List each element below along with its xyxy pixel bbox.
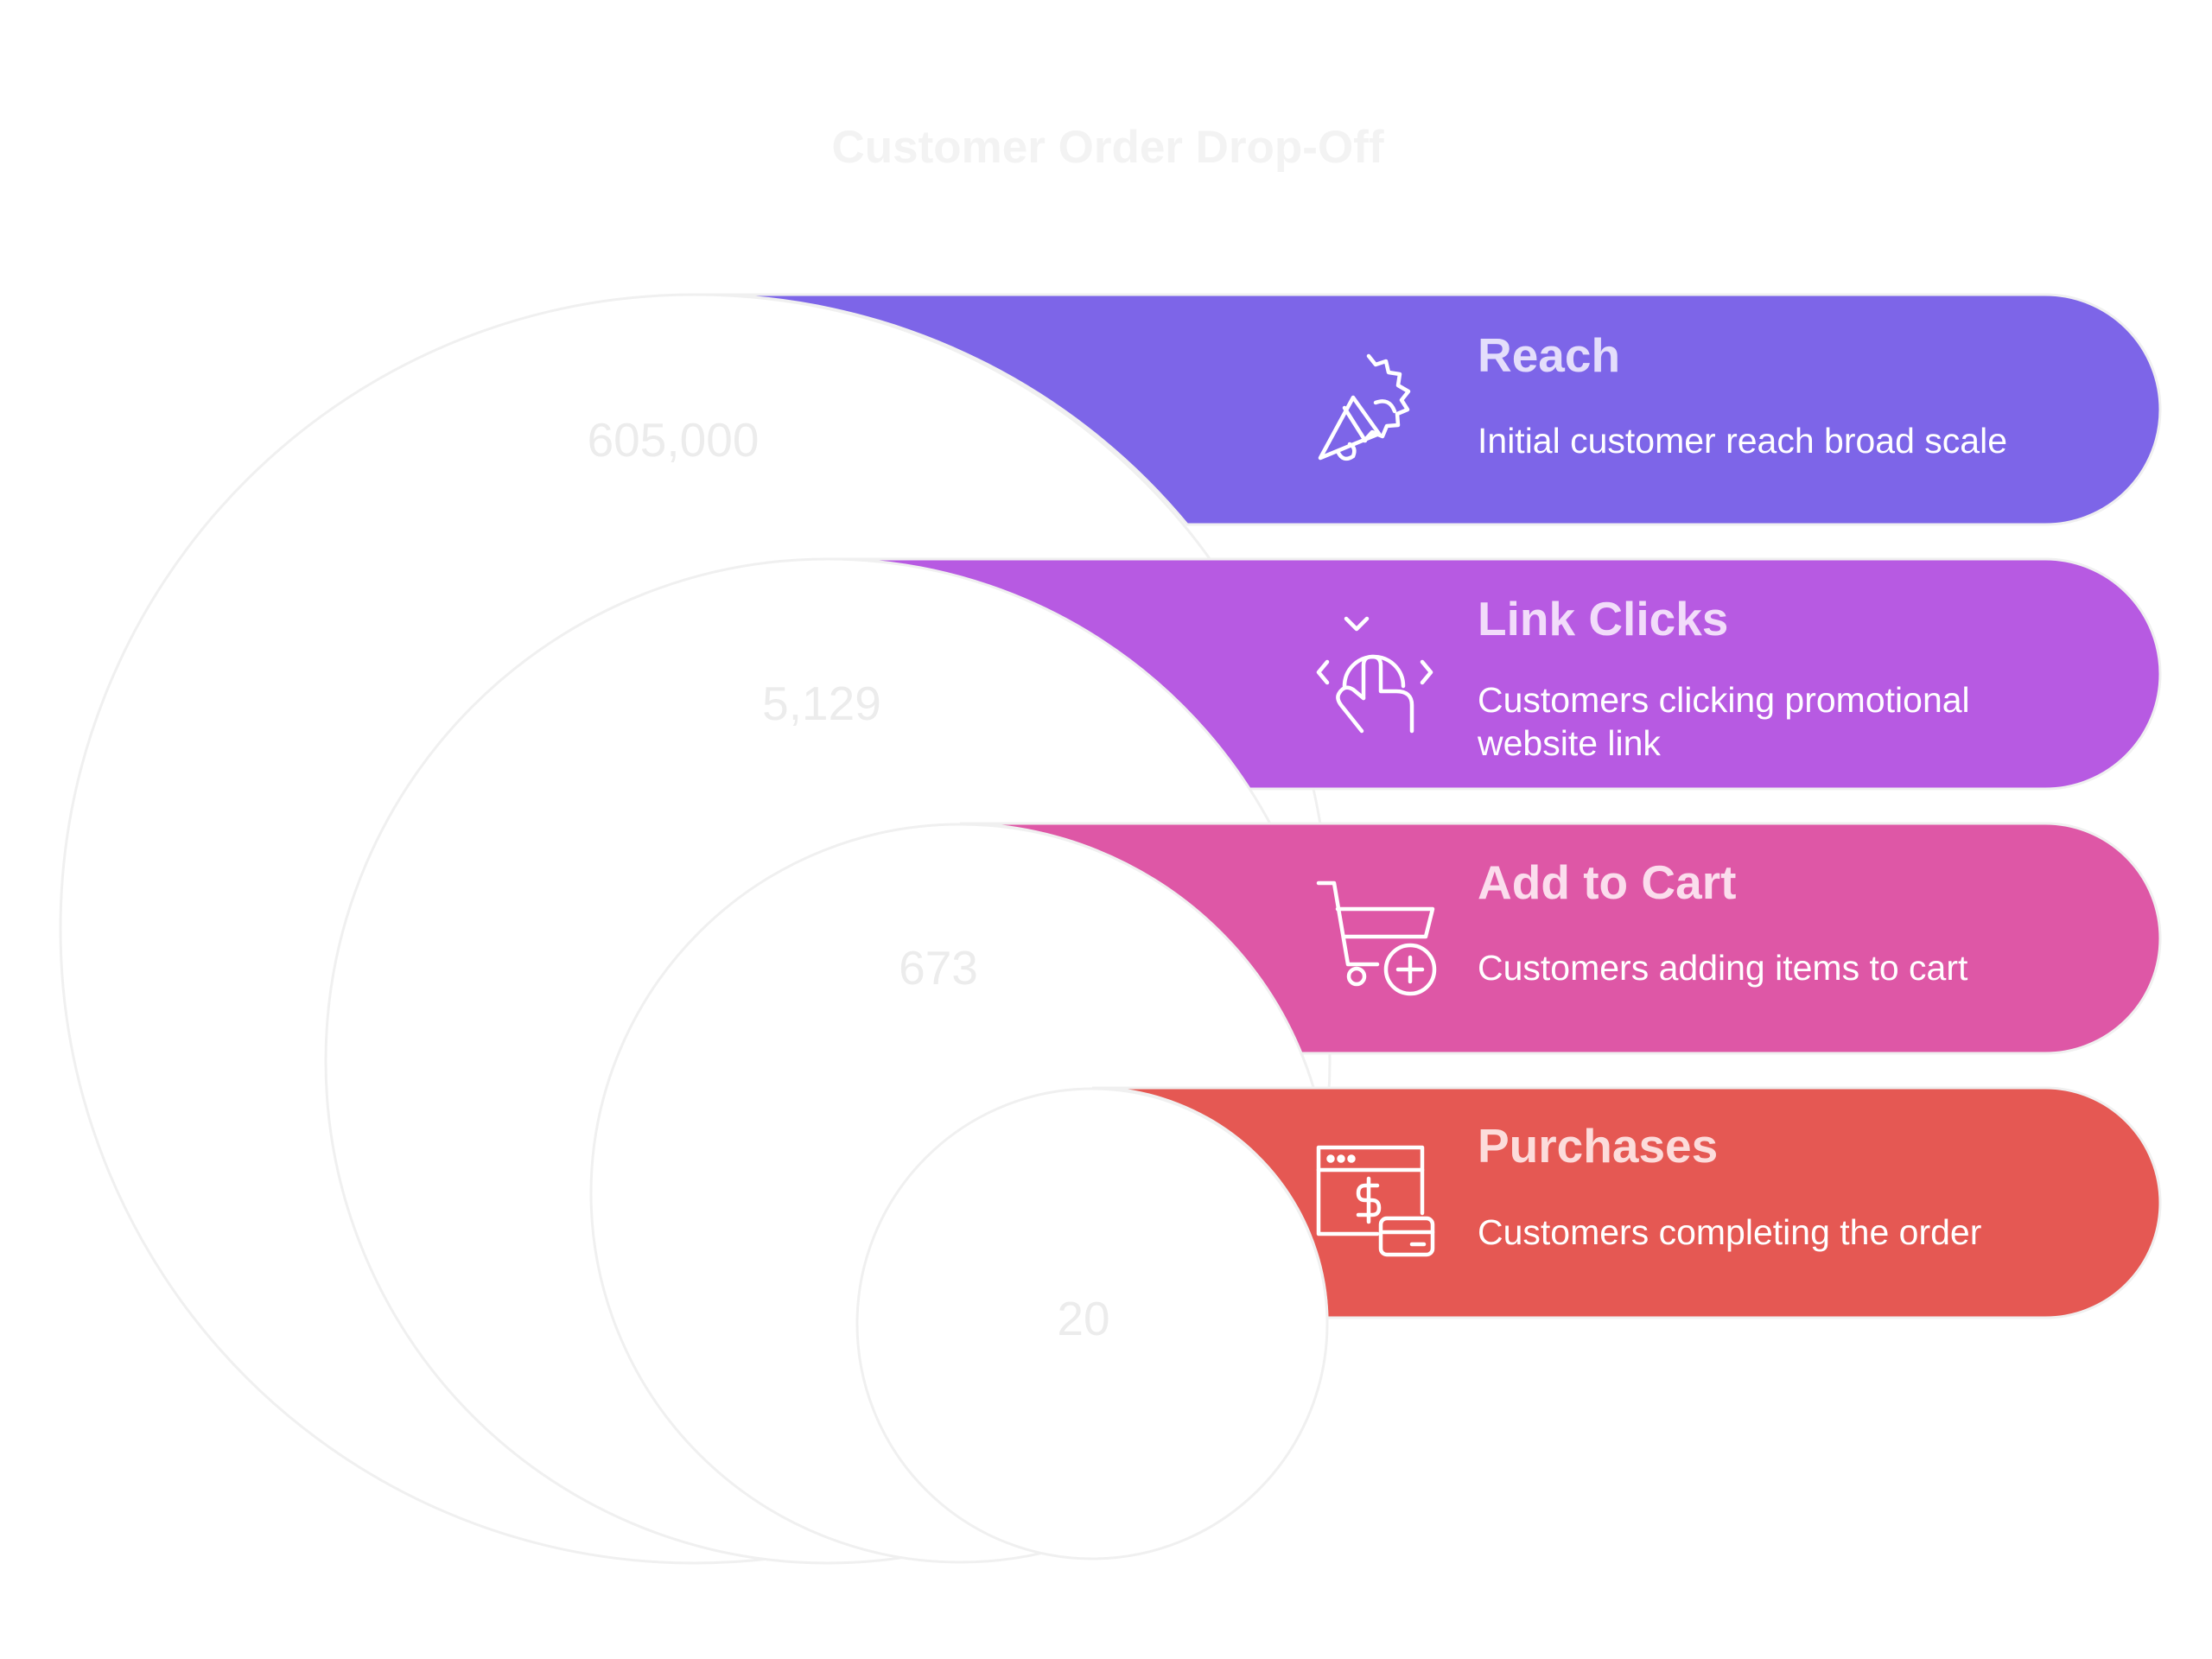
stage-link-clicks-description-line-2: website link bbox=[1477, 723, 1661, 763]
stage-link-clicks-heading: Link Clicks bbox=[1478, 592, 1728, 645]
diagram-title: Customer Order Drop-Off bbox=[832, 122, 1384, 173]
stage-add-to-cart-description: Customers adding items to cart bbox=[1478, 948, 1968, 988]
stage-purchases-circle bbox=[855, 1087, 1329, 1560]
stage-purchases-value: 20 bbox=[1057, 1292, 1109, 1345]
stage-purchases-description: Customers completing the order bbox=[1478, 1212, 1981, 1252]
stage-add-to-cart-heading: Add to Cart bbox=[1478, 855, 1736, 909]
payment-icon bbox=[1316, 1145, 1435, 1257]
megaphone-icon bbox=[1318, 353, 1411, 461]
stage-reach-value: 605,000 bbox=[588, 413, 760, 467]
stage-purchases: 20 Purchases Customers completing the or… bbox=[855, 1086, 2162, 1560]
stage-add-to-cart-value: 673 bbox=[899, 941, 978, 995]
stage-reach-description: Initial customer reach broad scale bbox=[1478, 421, 2007, 461]
stage-link-clicks-value: 5,129 bbox=[762, 677, 881, 730]
cart-add-icon bbox=[1316, 880, 1437, 996]
stage-purchases-heading: Purchases bbox=[1478, 1119, 1718, 1173]
stage-link-clicks-description-line-1: Customers clicking promotional bbox=[1478, 680, 1970, 720]
stage-reach-heading: Reach bbox=[1478, 328, 1620, 382]
click-hand-icon bbox=[1316, 616, 1433, 734]
